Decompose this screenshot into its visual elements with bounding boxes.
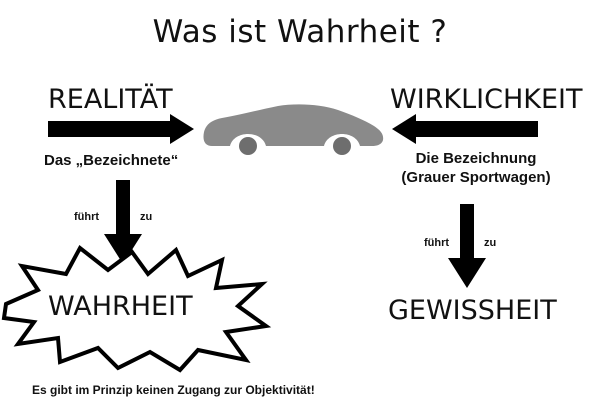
- diagram-title: Was ist Wahrheit ?: [152, 14, 448, 50]
- left-heading-realitaet: REALITÄT: [48, 84, 173, 115]
- car-body: [203, 104, 384, 146]
- car-rear-wheel: [239, 137, 257, 155]
- starburst-icon: [1, 244, 272, 373]
- right-caption-line2: (Grauer Sportwagen): [401, 169, 551, 186]
- right-caption-line1: Die Bezeichnung: [415, 150, 537, 167]
- left-arrow-right: [48, 114, 194, 144]
- right-result-gewissheit: GEWISSHEIT: [388, 295, 557, 326]
- left-arrow-shape: [48, 114, 194, 144]
- left-leads-to-word: zu: [140, 211, 153, 223]
- right-arrow-down: [448, 204, 486, 288]
- car-front-wheel: [333, 137, 351, 155]
- sports-car-silhouette-icon: [203, 104, 384, 155]
- right-leads-to-word: zu: [484, 237, 497, 249]
- right-down-arrow-shape: [448, 204, 486, 288]
- left-leads-word: führt: [74, 211, 100, 223]
- left-down-arrow-shape: [104, 180, 142, 264]
- right-arrow-left: [392, 114, 538, 144]
- left-arrow-down: [104, 180, 142, 264]
- footnote-objektivitaet: Es gibt im Prinzip keinen Zugang zur Obj…: [32, 383, 315, 397]
- right-arrow-shape: [392, 114, 538, 144]
- right-caption: Die Bezeichnung (Grauer Sportwagen): [378, 150, 574, 186]
- starburst-shape: [1, 244, 272, 373]
- right-leads-word: führt: [424, 237, 450, 249]
- right-heading-wirklichkeit: WIRKLICHKEIT: [390, 84, 583, 115]
- left-caption-bezeichnete: Das „Bezeichnete“: [44, 152, 179, 169]
- left-result-wahrheit: WAHRHEIT: [48, 291, 193, 322]
